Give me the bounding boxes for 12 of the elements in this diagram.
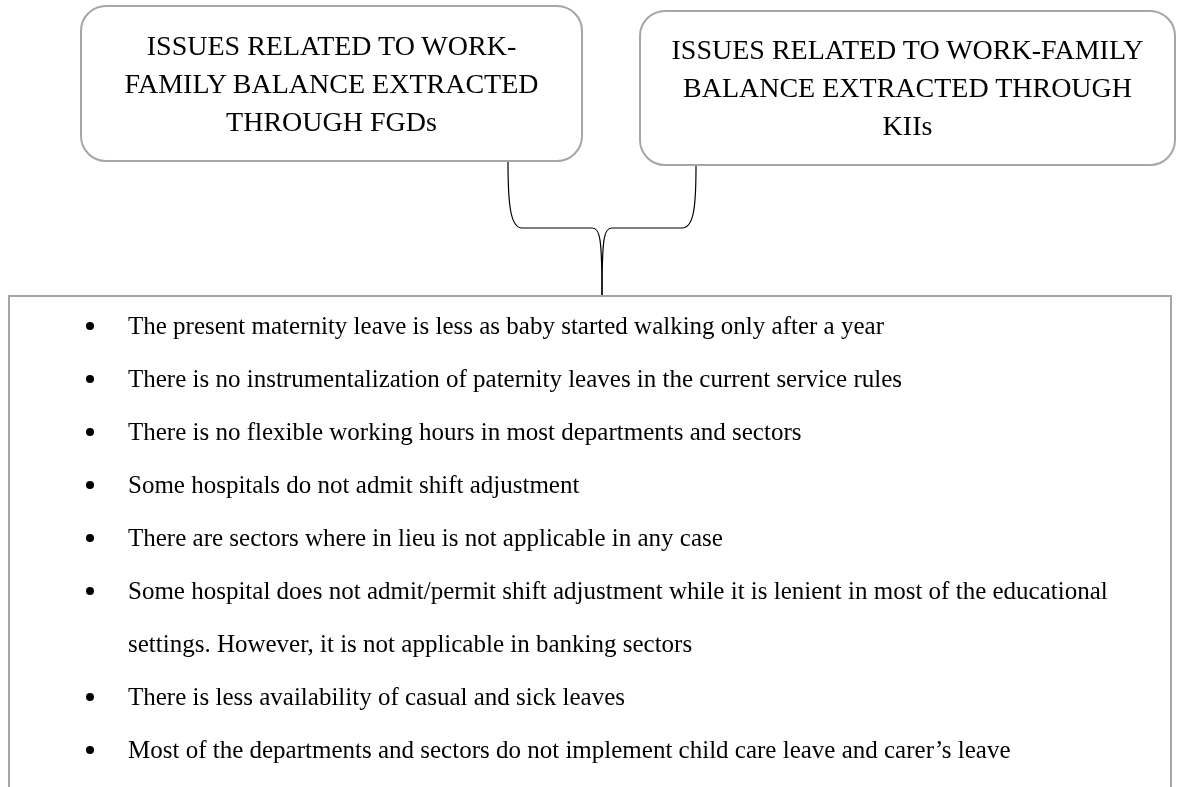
list-item: The present maternity leave is less as baby started walking only after a year	[128, 311, 885, 341]
rounded-box: ISSUES RELATED TO WORK-FAMILY BALANCE EXTRACTED THROUGH KIIs	[639, 10, 1176, 166]
list-item: There is no instrumentalization of paternity leaves in the current service rules	[128, 364, 904, 394]
brace-connector	[601, 165, 697, 296]
rounded-box: ISSUES RELATED TO WORK-FAMILY BALANCE EXTRACTED THROUGH FGDs	[80, 5, 583, 162]
list-item: Most of the departments and sectors do not implement child care leave and carer’s leave	[128, 735, 1012, 765]
list-item: Some hospitals do not admit shift adjustment	[128, 470, 581, 500]
list-panel	[8, 295, 1172, 787]
list-item: Some hospital does not admit/permit shift adjustment while it is lenient in most of the educational settings. However, it is not applicable in banking sectors	[128, 576, 1109, 659]
list-item: There is less availability of casual and sick leaves	[128, 682, 627, 712]
list-item: There are sectors where in lieu is not applicable in any case	[128, 523, 724, 553]
list-item: There is no flexible working hours in most departments and sectors	[128, 417, 803, 447]
